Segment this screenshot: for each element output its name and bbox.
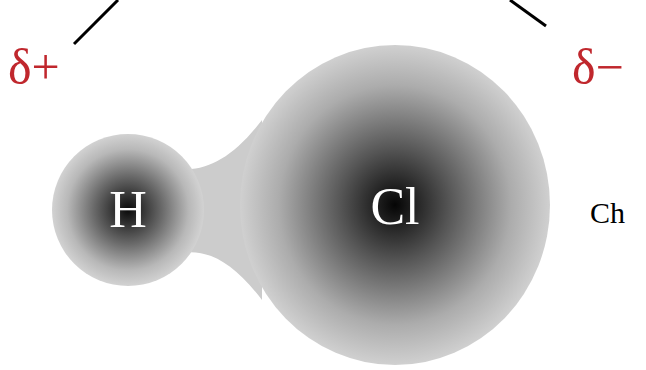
atom-symbol: H [101, 173, 155, 247]
element-symbol: Cl [370, 178, 420, 235]
partial-charge: δ− [572, 40, 624, 95]
chlorine-cloud [240, 45, 550, 365]
leader-line [74, 0, 118, 44]
element-symbol: H [109, 181, 147, 238]
partial-charge: δ+ [8, 40, 60, 95]
caption-fragment: Ch [590, 196, 625, 229]
hydrogen-cloud [52, 134, 204, 286]
atom-symbol: Cl [362, 170, 428, 244]
leader-line [510, 0, 546, 26]
